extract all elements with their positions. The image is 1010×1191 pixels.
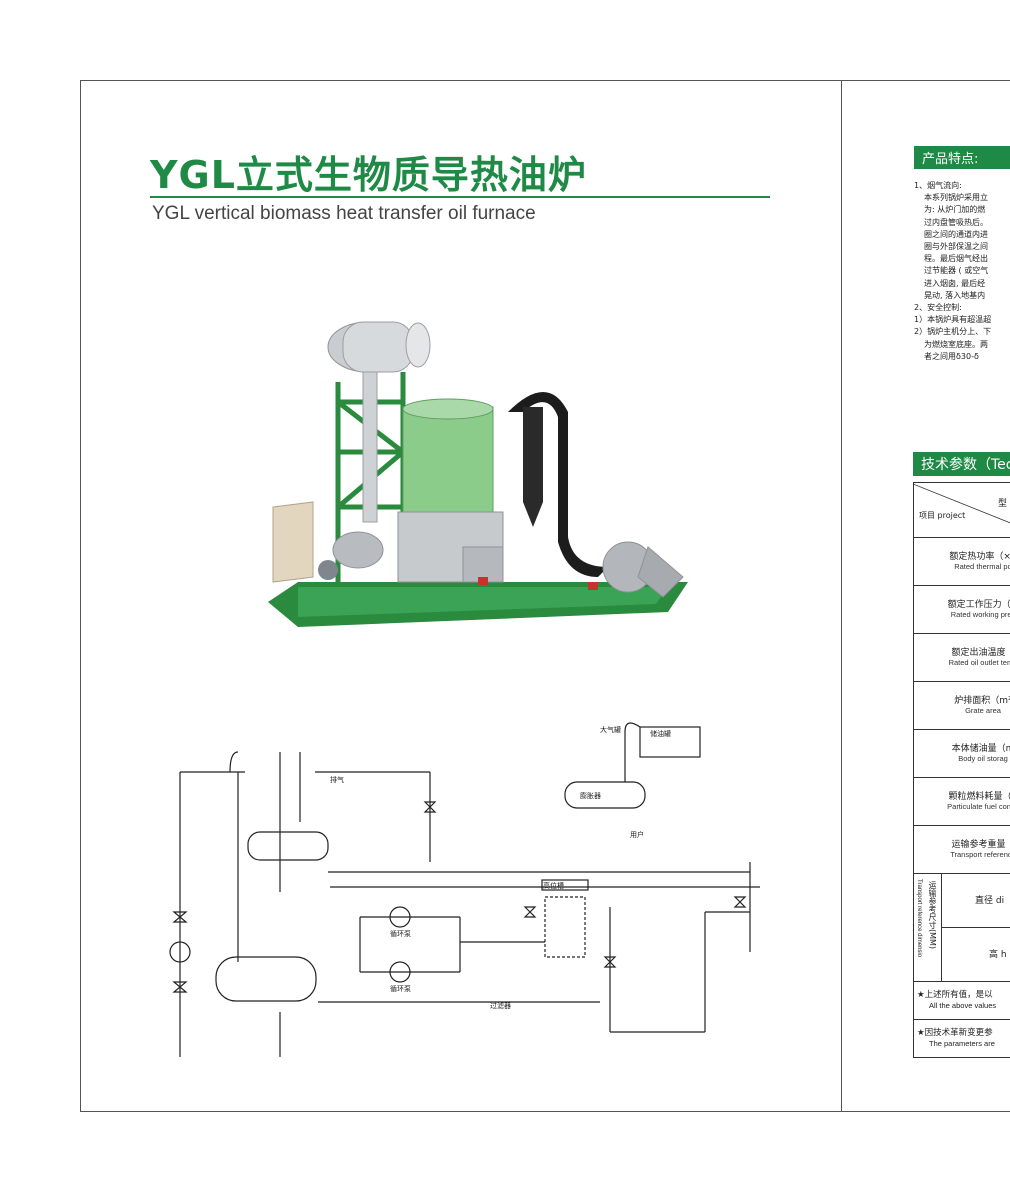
feature-line: 过节能器 ( 或空气	[924, 266, 989, 276]
feature-line: 为: 从炉门加的燃	[924, 205, 986, 215]
row-label-en: Transport reference	[950, 850, 1010, 859]
boiler-photo	[268, 321, 688, 627]
feature-line: 1、烟气流向:	[914, 181, 962, 190]
row-label-cn: 本体储油量（m	[951, 744, 1010, 754]
label-storage-tank: 储油罐	[650, 729, 671, 738]
dim-row-label: 高 h	[989, 950, 1007, 960]
table-row: 炉排面积（m² Grate area	[913, 681, 1010, 730]
row-label-cn: 运输参考重量（	[951, 840, 1010, 850]
row-label-cn: 颗粒燃料耗量（K	[948, 792, 1010, 802]
feature-line: 1）本锅炉具有超温超	[914, 315, 992, 325]
feature-line: 者之间用δ30-δ	[924, 351, 979, 361]
title-rule	[150, 196, 770, 198]
feature-line: 过内盘管吸热后。	[924, 217, 988, 227]
table-corner-cell: 型 项目 project	[913, 482, 1010, 538]
row-label-cn: 额定热功率（×1	[949, 552, 1010, 562]
page-title: YGL立式生物质导热油炉	[150, 153, 587, 197]
page-subtitle: YGL vertical biomass heat transfer oil f…	[152, 203, 536, 224]
frame-left-line	[80, 80, 81, 1112]
feature-line: 进入烟囱, 最后经	[924, 278, 986, 288]
row-label-en: Particulate fuel consu	[947, 802, 1010, 811]
note-en: The parameters are	[929, 1039, 995, 1048]
label-pump-1: 循环泵	[390, 929, 411, 938]
tech-table: 型 项目 project 额定热功率（×1 Rated thermal po 额…	[913, 482, 1010, 1058]
row-label-cn: 额定工作压力（M	[947, 600, 1010, 610]
feature-line: 晃动, 落入地基内	[924, 290, 986, 300]
dim-row-diameter: 直径 di	[941, 873, 1010, 928]
label-expansion: 膨胀器	[580, 791, 601, 800]
label-filter: 过滤器	[490, 1001, 511, 1010]
feature-line: 本系列锅炉采用立	[924, 193, 988, 203]
label-user: 用户	[630, 830, 644, 839]
table-left-border	[913, 482, 914, 1058]
corner-top-label: 型	[998, 499, 1008, 509]
feature-line: 圈之间的通道内进	[924, 229, 988, 239]
table-top-border	[913, 482, 1010, 483]
dim-row-height: 高 h	[941, 927, 1010, 982]
dim-group-cell: 运输参考尺寸(MM) Transport reference dimensio	[913, 873, 942, 982]
table-row: 本体储油量（m Body oil storag	[913, 729, 1010, 778]
row-label-en: Rated thermal po	[954, 562, 1010, 571]
table-row: 额定工作压力（M Rated working pres	[913, 585, 1010, 634]
row-label-en: Rated working pres	[950, 610, 1010, 619]
row-label-en: Grate area	[965, 706, 1001, 715]
note-row: ★因技术革新变更参 The parameters are	[913, 1019, 1010, 1058]
feature-line: 为燃烧室底座。两	[924, 339, 988, 349]
process-diagram: 储油罐 大气罐 膨胀器 排气 高位槽 循环泵 循环泵 用户 过滤器	[169, 722, 760, 1057]
row-label-en: Rated oil outlet temp	[948, 658, 1010, 667]
label-vent-tank: 大气罐	[600, 725, 621, 734]
feature-line: 圈与外部保温之间	[924, 242, 988, 252]
features-text: 1、烟气流向: 本系列锅炉采用立 为: 从炉门加的燃 过内盘管吸热后。 圈之间的…	[914, 180, 1010, 410]
note-cn: ★上述所有值，是以	[917, 990, 993, 1000]
feature-line: 2、安全控制:	[914, 303, 962, 313]
dim-row-label: 直径 di	[975, 896, 1005, 906]
label-exhaust: 排气	[330, 775, 344, 784]
note-row: ★上述所有值，是以 All the above values	[913, 981, 1010, 1020]
row-label-en: Body oil storag	[958, 754, 1008, 763]
note-cn: ★因技术革新变更参	[917, 1028, 993, 1038]
features-heading: 产品特点:	[914, 146, 1010, 169]
table-row: 额定出油温度（ Rated oil outlet temp	[913, 633, 1010, 682]
label-pump-2: 循环泵	[390, 984, 411, 993]
row-label-cn: 炉排面积（m²	[954, 696, 1010, 706]
corner-diagonal	[913, 483, 1010, 524]
note-en: All the above values	[929, 1001, 997, 1010]
table-row: 额定热功率（×1 Rated thermal po	[913, 537, 1010, 586]
dim-group-label-cn: 运输参考尺寸(MM)	[928, 881, 937, 950]
feature-line: 2）锅炉主机分上、下	[914, 327, 992, 337]
tech-heading: 技术参数（Tec	[913, 452, 1010, 476]
frame-top-line	[80, 80, 1010, 81]
frame-center-line	[841, 80, 842, 1112]
frame-bottom-line	[80, 1111, 1010, 1112]
dim-group-label-en: Transport reference dimensio	[916, 879, 922, 958]
table-row: 运输参考重量（ Transport reference	[913, 825, 1010, 874]
feature-line: 程。最后烟气经出	[924, 254, 988, 264]
table-row: 颗粒燃料耗量（K Particulate fuel consu	[913, 777, 1010, 826]
corner-bottom-label: 项目 project	[919, 511, 966, 520]
row-label-cn: 额定出油温度（	[951, 648, 1010, 658]
label-high-tank: 高位槽	[543, 881, 564, 890]
